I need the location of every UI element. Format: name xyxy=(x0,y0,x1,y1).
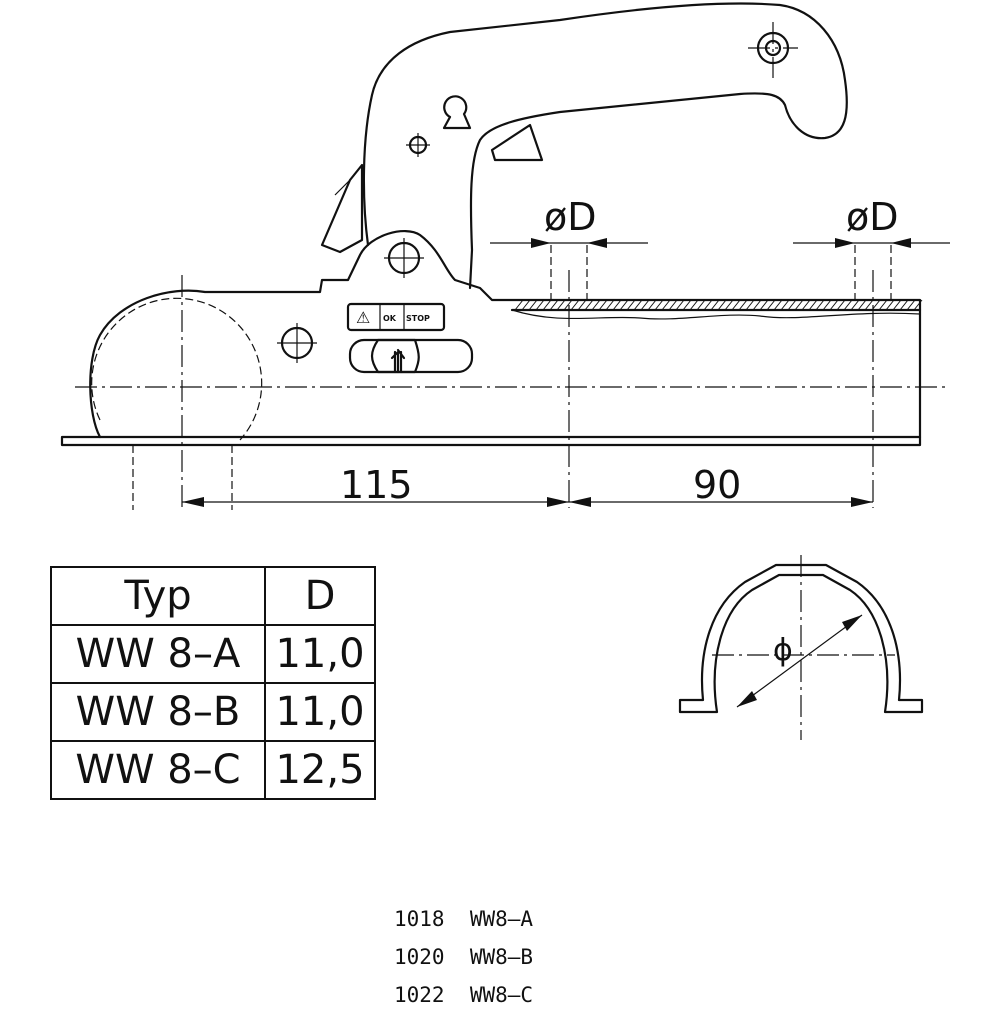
dimension-115-label: 115 xyxy=(340,463,413,507)
list-item: 1022 WW8–C xyxy=(394,983,534,1007)
dimension-90-label: 90 xyxy=(693,463,741,507)
up-arrow-icon xyxy=(390,348,406,374)
stop-label: STOP xyxy=(406,314,430,323)
table-cell-typ: WW 8–A xyxy=(50,624,266,684)
pivot-hole-top xyxy=(748,22,798,78)
table-cell-d: 12,5 xyxy=(264,740,376,800)
diameter-left-label: øD xyxy=(544,195,597,239)
keyhole xyxy=(442,95,472,130)
wear-indicator-slot xyxy=(348,338,474,374)
tube-cross-section: ϕ xyxy=(678,555,924,740)
small-hole xyxy=(406,133,430,157)
coupling-body xyxy=(89,230,922,439)
table-header-typ: Typ xyxy=(50,566,266,626)
list-item: 1018 WW8–A xyxy=(394,907,534,931)
table-header-row: Typ D xyxy=(50,566,376,626)
ball-socket xyxy=(91,297,263,441)
dimension-90: 90 xyxy=(569,463,873,507)
ok-label: OK xyxy=(383,314,397,323)
pivot-hole-main xyxy=(384,238,424,278)
table-row: WW 8–C 12,5 xyxy=(50,740,376,800)
table-cell-d: 11,0 xyxy=(264,682,376,742)
part-number-list: 1018 WW8–A 1020 WW8–B 1022 WW8–C xyxy=(394,900,533,1014)
warning-icon: ⚠ xyxy=(356,308,370,327)
list-item: 1020 WW8–B xyxy=(394,945,534,969)
indicator-label: ⚠ OK STOP xyxy=(346,302,446,332)
body-hole xyxy=(277,323,317,363)
table-cell-typ: WW 8–B xyxy=(50,682,266,742)
table-cell-typ: WW 8–C xyxy=(50,740,266,800)
break-line xyxy=(511,309,921,320)
table-row: WW 8–A 11,0 xyxy=(50,624,376,684)
handle-lever xyxy=(362,2,848,290)
table-header-d: D xyxy=(264,566,376,626)
dimension-diameter-right: øD xyxy=(793,195,950,248)
tube-hatching xyxy=(514,299,923,311)
dimension-115: 115 xyxy=(182,463,569,507)
spec-table: Typ D WW 8–A 11,0 WW 8–B 11,0 WW 8–C 12,… xyxy=(50,566,376,800)
dimension-diameter-left: øD xyxy=(490,195,648,248)
table-cell-d: 11,0 xyxy=(264,624,376,684)
base-plate xyxy=(60,435,922,447)
diameter-right-label: øD xyxy=(846,195,899,239)
table-row: WW 8–B 11,0 xyxy=(50,682,376,742)
section-phi-label: ϕ xyxy=(773,633,793,668)
